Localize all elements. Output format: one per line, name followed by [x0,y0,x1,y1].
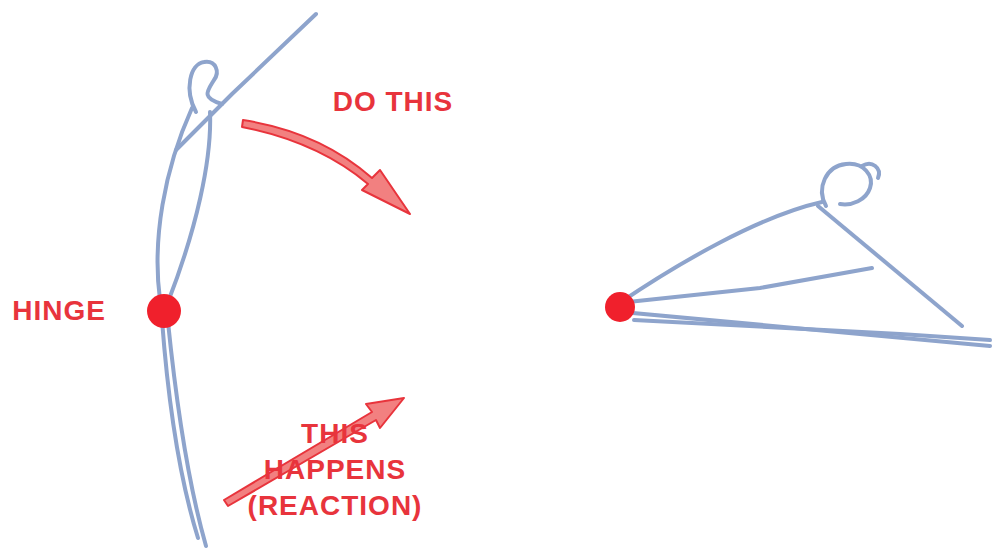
head-loop [190,62,222,112]
annotation-label: DO THIS [318,84,468,120]
torso-line [168,112,210,302]
arm-line [818,206,962,326]
annotation-label: THIS HAPPENS (REACTION) [240,416,430,524]
hinge-dot [147,294,181,328]
leg-line [168,322,206,546]
head-loop [822,164,879,206]
reaction-arrow [224,398,404,506]
annotation-label: HINGE [2,293,116,329]
leg-line [622,312,990,346]
hinge-dot [605,292,635,322]
torso-line [628,268,872,302]
action-arrow [242,120,410,214]
torso-line [158,108,192,300]
arm-line [176,14,316,150]
torso-line [618,202,822,304]
leg-line [634,320,990,340]
